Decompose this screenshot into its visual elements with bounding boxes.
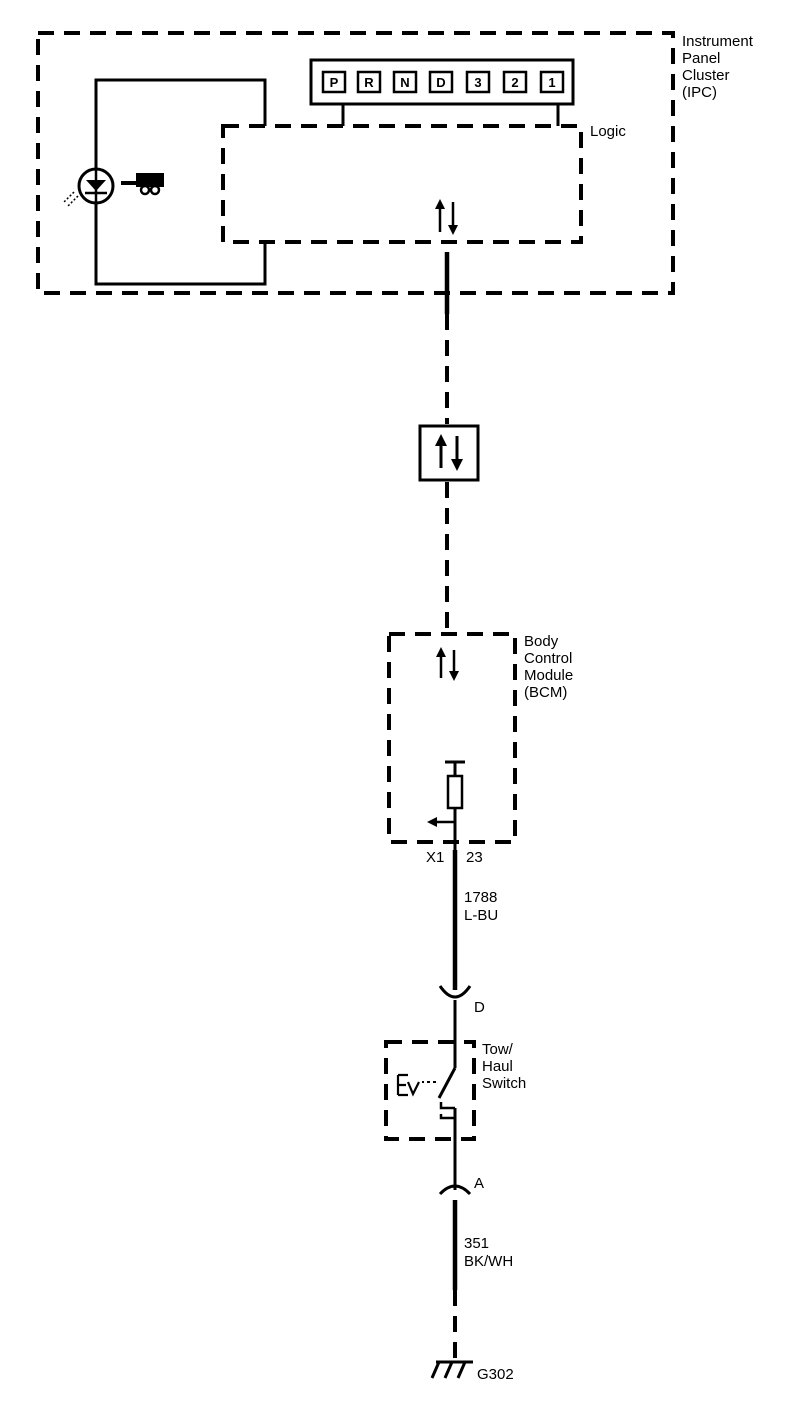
- svg-text:R: R: [364, 75, 374, 90]
- bcm-label-line-2: Control: [524, 650, 572, 667]
- serial-data-arrows-icon: [435, 199, 458, 235]
- bcm-boundary: [387, 632, 517, 844]
- bcm-label: Body Control Module (BCM): [524, 633, 573, 701]
- pull-up-resistor: [445, 760, 465, 850]
- ipc-label: Instrument Panel Cluster (IPC): [682, 33, 754, 101]
- circuit-1788-number: 1788: [464, 889, 497, 906]
- switch-label-line-3: Switch: [482, 1075, 526, 1092]
- svg-text:3: 3: [474, 75, 481, 90]
- svg-text:1: 1: [548, 75, 555, 90]
- terminal-a-label: A: [474, 1175, 484, 1192]
- ipc-label-line-2: Panel: [682, 50, 720, 67]
- bcm-connector-label: X1: [426, 849, 444, 866]
- serial-data-box: [418, 424, 480, 482]
- gear-3: 3: [465, 70, 491, 94]
- bcm-data-arrows-icon: [436, 647, 459, 681]
- prndl-display: P R N D 3 2 1: [309, 58, 575, 106]
- tow-haul-lamp-icon: [63, 167, 115, 207]
- gear-2: 2: [502, 70, 528, 94]
- bcm-label-line-1: Body: [524, 633, 559, 650]
- ipc-label-line-1: Instrument: [682, 33, 754, 50]
- ground-icon: [430, 1360, 473, 1379]
- circuit-351-color: BK/WH: [464, 1253, 513, 1270]
- gear-1: 1: [539, 70, 565, 94]
- circuit-351-number: 351: [464, 1235, 489, 1252]
- bcm-label-line-4: (BCM): [524, 684, 567, 701]
- bcm-pin-label: 23: [466, 849, 483, 866]
- gear-n: N: [392, 70, 418, 94]
- trailer-icon: [121, 173, 164, 196]
- terminal-d-label: D: [474, 999, 485, 1016]
- ipc-label-line-3: Cluster: [682, 67, 730, 84]
- svg-text:P: P: [330, 75, 339, 90]
- bcm-label-line-3: Module: [524, 667, 573, 684]
- momentary-switch-icon: [396, 1067, 457, 1190]
- gear-d: D: [428, 70, 454, 94]
- svg-text:2: 2: [511, 75, 518, 90]
- svg-text:D: D: [436, 75, 445, 90]
- logic-label: Logic: [590, 123, 626, 140]
- gear-r: R: [356, 70, 382, 94]
- gear-p: P: [321, 70, 347, 94]
- prndl-logic-link: [341, 104, 560, 126]
- switch-label: Tow/ Haul Switch: [482, 1041, 526, 1092]
- connector-d: [438, 985, 472, 999]
- ground-label: G302: [477, 1366, 514, 1383]
- indicator-wire-loop: [94, 78, 267, 286]
- svg-text:N: N: [400, 75, 409, 90]
- ipc-label-line-4: (IPC): [682, 84, 717, 101]
- ipc-logic-boundary: [221, 124, 583, 244]
- switch-label-line-2: Haul: [482, 1058, 513, 1075]
- switch-boundary: [384, 1040, 476, 1141]
- ipc-boundary: [36, 31, 675, 295]
- circuit-1788-color: L-BU: [464, 907, 498, 924]
- connector-a: [438, 1184, 472, 1196]
- switch-label-line-1: Tow/: [482, 1041, 514, 1058]
